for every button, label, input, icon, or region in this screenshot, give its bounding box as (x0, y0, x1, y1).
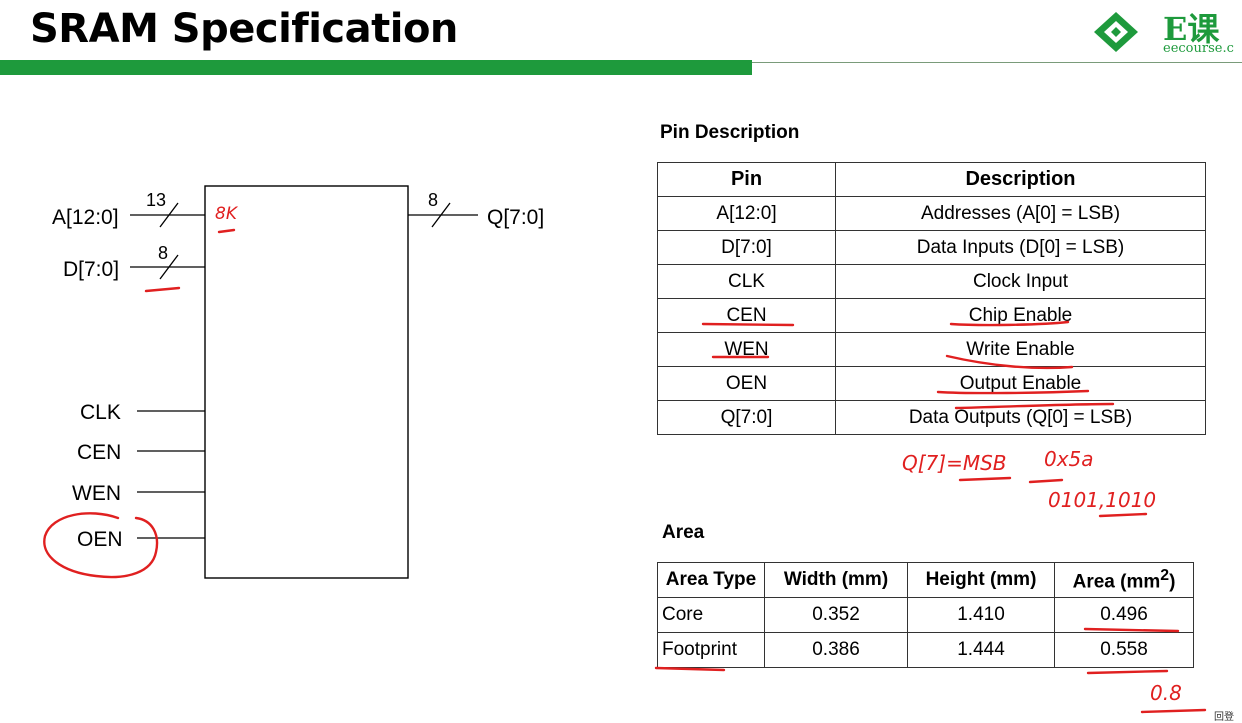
pin-description-table: Pin Description A[12:0] Addresses (A[0] … (657, 162, 1206, 435)
ink-underline (1028, 478, 1064, 484)
pin-label-clk: CLK (80, 401, 121, 424)
addr-bus-slash (159, 202, 179, 228)
desc-cell: Chip Enable (835, 298, 1206, 333)
table-header-row: Area Type Width (mm) Height (mm) Area (m… (657, 562, 1194, 598)
width-cell: 0.386 (764, 632, 908, 668)
table-header-row: Pin Description (657, 162, 1206, 197)
pin-cell: CEN (657, 298, 836, 333)
pin-label-addr: A[12:0] (52, 206, 119, 229)
ink-underline (1086, 669, 1169, 675)
height-cell: 1.410 (907, 597, 1055, 633)
handwritten-area-note: 0.8 (1150, 681, 1182, 705)
table-row: D[7:0] Data Inputs (D[0] = LSB) (657, 230, 1206, 265)
pin-label-wen: WEN (72, 482, 121, 505)
table-row: Footprint 0.386 1.444 0.558 (657, 632, 1194, 668)
pin-cell: OEN (657, 366, 836, 401)
ink-underline (1098, 512, 1148, 518)
area-type-cell: Footprint (657, 632, 765, 668)
page-title: SRAM Specification (30, 6, 458, 52)
column-header-area: Area (mm2) (1054, 562, 1194, 598)
pin-label-q: Q[7:0] (487, 206, 544, 229)
title-underline-bar (0, 60, 752, 75)
area-unit-close: ) (1169, 571, 1176, 593)
bus-width-addr: 13 (146, 190, 166, 210)
desc-cell: Addresses (A[0] = LSB) (835, 196, 1206, 231)
ink-underline (1140, 708, 1207, 714)
diamond-logo-icon (1094, 12, 1138, 52)
table-row: WEN Write Enable (657, 332, 1206, 367)
area-table: Area Type Width (mm) Height (mm) Area (m… (657, 562, 1194, 668)
pin-cell: CLK (657, 264, 836, 299)
data-bus-slash (159, 254, 179, 280)
width-cell: 0.352 (764, 597, 908, 633)
area-type-cell: Core (657, 597, 765, 633)
sram-block (204, 185, 409, 579)
column-header: Area Type (657, 562, 765, 598)
area-unit-label: Area (mm (1072, 571, 1161, 593)
corner-mark: 回登 (1214, 712, 1234, 723)
area-unit-exponent: 2 (1160, 566, 1170, 584)
desc-cell: Data Inputs (D[0] = LSB) (835, 230, 1206, 265)
pin-description-title: Pin Description (660, 122, 800, 143)
handwritten-binary-note: 0101,1010 (1048, 488, 1156, 512)
table-row: A[12:0] Addresses (A[0] = LSB) (657, 196, 1206, 231)
pin-label-oen: OEN (77, 528, 123, 551)
area-cell: 0.558 (1054, 632, 1194, 668)
column-header: Description (835, 162, 1206, 197)
logo-mark: E课 (1163, 10, 1220, 48)
desc-cell: Clock Input (835, 264, 1206, 299)
logo-sub-text: eecourse.c (1163, 41, 1234, 56)
desc-cell: Output Enable (835, 366, 1206, 401)
column-header: Pin (657, 162, 836, 197)
pin-label-data: D[7:0] (63, 258, 119, 281)
bus-width-data: 8 (158, 243, 168, 263)
area-title: Area (662, 522, 705, 543)
sram-block-diagram: A[12:0] 13 D[7:0] 8 CLK CEN WEN OEN 8 Q[… (52, 185, 544, 579)
table-row: Core 0.352 1.410 0.496 (657, 597, 1194, 633)
column-header: Height (mm) (907, 562, 1055, 598)
pin-cell: A[12:0] (657, 196, 836, 231)
column-header: Width (mm) (764, 562, 908, 598)
q-bus-slash (431, 202, 451, 228)
ink-underline (654, 666, 726, 672)
bus-width-q: 8 (428, 190, 438, 210)
height-cell: 1.444 (907, 632, 1055, 668)
title-rule (752, 62, 1242, 63)
table-row: CEN Chip Enable (657, 298, 1206, 333)
desc-cell: Write Enable (835, 332, 1206, 367)
table-row: CLK Clock Input (657, 264, 1206, 299)
ink-underline (958, 476, 1012, 482)
table-row: Q[7:0] Data Outputs (Q[0] = LSB) (657, 400, 1206, 435)
handwritten-hex-note: 0x5a (1044, 447, 1094, 471)
pin-cell: D[7:0] (657, 230, 836, 265)
desc-cell: Data Outputs (Q[0] = LSB) (835, 400, 1206, 435)
handwritten-msb-note: Q[7]=MSB (902, 451, 1007, 475)
area-cell: 0.496 (1054, 597, 1194, 633)
pin-label-cen: CEN (77, 441, 121, 464)
pin-cell: WEN (657, 332, 836, 367)
pin-cell: Q[7:0] (657, 400, 836, 435)
table-row: OEN Output Enable (657, 366, 1206, 401)
